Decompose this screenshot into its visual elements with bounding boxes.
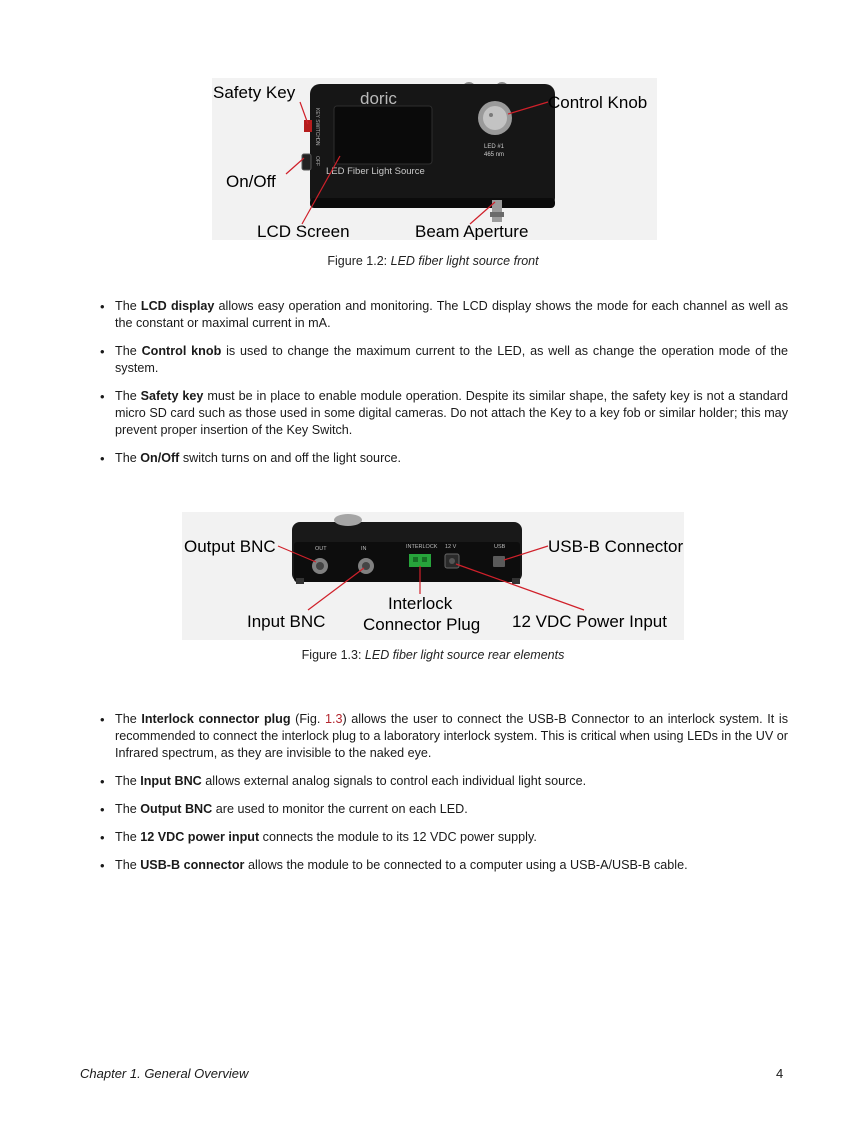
list-item: The Interlock connector plug (Fig. 1.3) …	[98, 711, 788, 762]
label-beam-aperture: Beam Aperture	[415, 222, 528, 240]
label-interlock-line1: Interlock	[388, 594, 453, 613]
figure-1-3-caption: Figure 1.3: LED fiber light source rear …	[0, 648, 866, 662]
caption-prefix: Figure 1.2:	[327, 254, 388, 268]
side-key-text: KEY SWITCH	[314, 108, 320, 139]
label-interlock-line2: Connector Plug	[363, 615, 480, 634]
brand-logo: doric	[360, 89, 397, 108]
caption-title: LED fiber light source front	[390, 254, 539, 268]
list-item: The LCD display allows easy operation an…	[98, 298, 788, 332]
port-label-in: IN	[361, 546, 367, 552]
list-item: The Input BNC allows external analog sig…	[98, 773, 788, 790]
port-label-out: OUT	[315, 546, 327, 552]
port-label-12v: 12 V	[445, 544, 457, 550]
figure-reference-link[interactable]: 1.3	[324, 712, 343, 726]
label-output-bnc: Output BNC	[184, 537, 276, 556]
on-off-switch	[301, 153, 312, 171]
label-power-input: 12 VDC Power Input	[512, 612, 667, 631]
led-label-line1: LED #1	[484, 144, 505, 150]
side-on-text: ON	[314, 138, 320, 146]
list-item: The Safety key must be in place to enabl…	[98, 388, 788, 439]
label-safety-key: Safety Key	[213, 83, 296, 102]
list-item: The On/Off switch turns on and off the l…	[98, 450, 788, 467]
list-item: The Output BNC are used to monitor the c…	[98, 801, 788, 818]
usb-b-port	[493, 556, 505, 567]
safety-key	[304, 120, 312, 132]
lcd-screen	[333, 105, 433, 165]
footer-chapter: Chapter 1. General Overview	[80, 1066, 249, 1081]
rear-elements-list: The Interlock connector plug (Fig. 1.3) …	[98, 711, 788, 885]
label-control-knob: Control Knob	[548, 93, 647, 112]
figure-rear-image: OUT IN INTERLOCK 12 V USB Output BNC Inp…	[182, 512, 684, 640]
caption-prefix: Figure 1.3:	[301, 648, 362, 662]
device-front-label: LED Fiber Light Source	[326, 166, 425, 177]
port-label-interlock: INTERLOCK	[406, 544, 438, 550]
label-usb-connector: USB-B Connector	[548, 537, 683, 556]
label-on-off: On/Off	[226, 172, 276, 191]
list-item: The USB-B connector allows the module to…	[98, 857, 788, 874]
front-elements-list: The LCD display allows easy operation an…	[98, 298, 788, 478]
list-item: The Control knob is used to change the m…	[98, 343, 788, 377]
label-lcd-screen: LCD Screen	[257, 222, 350, 240]
beam-aperture	[492, 200, 502, 222]
caption-title: LED fiber light source rear elements	[364, 648, 565, 662]
port-label-usb: USB	[494, 544, 506, 550]
figure-front-image: doric LED Fiber Light Source KEY SWITCH …	[212, 78, 657, 240]
label-input-bnc: Input BNC	[247, 612, 325, 631]
led-label-line2: 465 nm	[484, 152, 504, 158]
page-number: 4	[776, 1066, 784, 1081]
interlock-plug	[409, 554, 431, 567]
list-item: The 12 VDC power input connects the modu…	[98, 829, 788, 846]
figure-1-2-caption: Figure 1.2: LED fiber light source front	[0, 254, 866, 268]
side-off-text: OFF	[314, 156, 320, 166]
